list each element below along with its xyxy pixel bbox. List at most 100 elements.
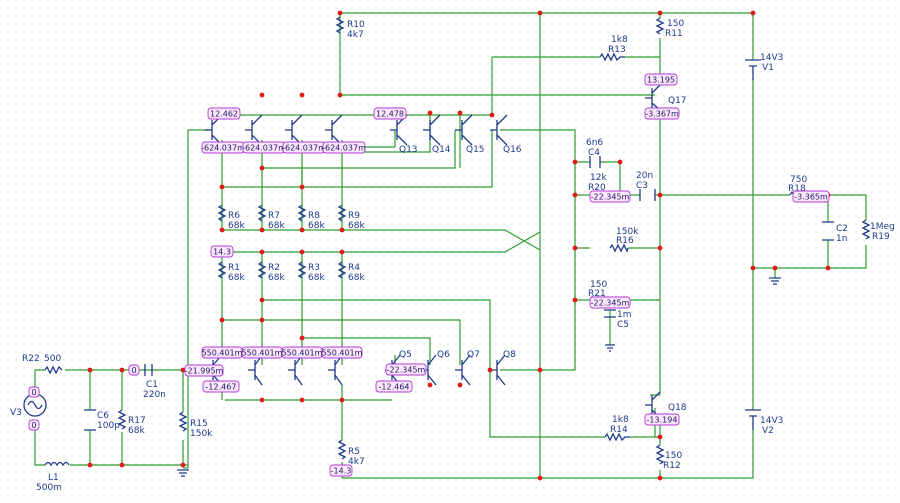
transistor-q14 — [423, 114, 441, 146]
resistor-r19 — [861, 219, 871, 240]
capacitor-c1 — [144, 364, 153, 376]
resistor-r7 — [257, 204, 267, 222]
label-r22-value: 500 — [44, 354, 61, 364]
label-r16-name: R16 — [616, 236, 634, 246]
svg-text:-624.037m: -624.037m — [282, 144, 326, 153]
label-r8-value: 68k — [308, 221, 325, 231]
svg-text:-12.467: -12.467 — [206, 383, 237, 392]
label-q14: Q14 — [432, 145, 451, 155]
resistor-r12 — [655, 444, 665, 465]
label-q18: Q18 — [668, 403, 687, 413]
svg-text:-624.037m: -624.037m — [242, 144, 286, 153]
label-r14-name: R14 — [610, 425, 628, 435]
resistor-r2 — [257, 261, 267, 279]
svg-text:13.195: 13.195 — [647, 76, 675, 85]
label-r4-value: 68k — [348, 273, 365, 283]
probe-top-e1: -624.037m — [201, 141, 245, 154]
label-r20-name: R20 — [588, 183, 606, 193]
label-r6-value: 68k — [228, 221, 245, 231]
label-q6: Q6 — [437, 350, 450, 360]
svg-text:-624.037m: -624.037m — [201, 144, 245, 153]
label-q16: Q16 — [503, 145, 522, 155]
label-r15-name: R15 — [190, 419, 208, 429]
resistor-r15 — [178, 411, 188, 432]
label-r2-name: R2 — [268, 263, 280, 273]
probe-top-base: 12.462 — [207, 107, 241, 120]
inductor-l1 — [44, 461, 70, 467]
label-r19-value: 1Meg — [870, 222, 895, 232]
label-v1-name: V1 — [762, 63, 774, 73]
label-r7-name: R7 — [268, 211, 280, 221]
probe-r21-node: -22.345m — [589, 296, 631, 309]
label-r10-value: 4k7 — [347, 30, 364, 40]
label-c5-name: C5 — [617, 320, 629, 330]
label-r6-name: R6 — [228, 211, 240, 221]
label-r10-name: R10 — [347, 20, 365, 30]
resistor-r1 — [217, 261, 227, 279]
probe-bot-c3: 550.401m — [281, 346, 323, 359]
svg-text:0: 0 — [31, 388, 36, 397]
probe-tags: 12.462 -624.037m -624.037m -624.037m -62… — [28, 73, 830, 477]
probe-q18-emit: -13.194 — [644, 413, 680, 426]
svg-text:0: 0 — [31, 421, 36, 430]
transistor-q15 — [455, 114, 473, 146]
probe-q17-emit: -3.367m — [644, 107, 680, 120]
resistor-r8 — [297, 204, 307, 222]
label-r15-value: 150k — [190, 429, 213, 439]
label-r3-value: 68k — [308, 273, 325, 283]
probe-bot-c1: 550.401m — [201, 346, 243, 359]
svg-text:-21.995m: -21.995m — [185, 367, 224, 376]
probe-r18-node: -3.365m — [792, 190, 830, 203]
label-r20-value: 12k — [590, 173, 607, 183]
label-q7: Q7 — [467, 350, 480, 360]
transistor-q-bot-3 — [288, 354, 303, 386]
probe-q13-base: 12.478 — [373, 107, 407, 120]
resistor-r13 — [599, 52, 625, 62]
label-r22-name: R22 — [22, 354, 40, 364]
resistor-r11 — [655, 17, 665, 35]
label-q8: Q8 — [503, 350, 516, 360]
label-v1-value: 14V3 — [760, 53, 783, 63]
junction-dots — [87, 10, 831, 481]
probe-r20-node: -22.345m — [589, 190, 631, 203]
transistor-q8 — [490, 354, 506, 386]
transistor-q-bot-4 — [328, 354, 343, 386]
label-r8-name: R8 — [308, 211, 320, 221]
capacitor-c3 — [639, 189, 656, 201]
probe-gen-bot: 0 — [28, 419, 40, 431]
probe-top-e4: -624.037m — [322, 141, 366, 154]
probe-q17-base: 13.195 — [644, 73, 678, 86]
label-c3-name: C3 — [636, 181, 648, 191]
probe-gen-top: 0 — [28, 386, 40, 398]
label-q13: Q13 — [399, 145, 418, 155]
svg-text:550.401m: 550.401m — [322, 349, 363, 358]
svg-text:-22.345m: -22.345m — [591, 299, 630, 308]
probe-neg-14: -14.3 — [329, 464, 353, 477]
label-c1-name: C1 — [146, 380, 158, 390]
resistor-r3 — [297, 261, 307, 279]
label-l1-value: 500m — [36, 483, 62, 493]
label-q15: Q15 — [466, 145, 485, 155]
label-r11-value: 150 — [667, 19, 684, 29]
label-c5-value: 1m — [617, 310, 632, 320]
label-r16-value: 150k — [616, 227, 639, 237]
capacitor-c2 — [822, 221, 834, 241]
label-c3-value: 20n — [636, 171, 653, 181]
capacitor-c4 — [589, 156, 601, 168]
resistor-r17 — [117, 409, 127, 430]
label-c1-value: 220n — [143, 390, 166, 400]
resistor-r16 — [609, 243, 629, 253]
svg-text:0: 0 — [131, 366, 136, 375]
svg-text:12.462: 12.462 — [210, 110, 238, 119]
label-c4-name: C4 — [588, 148, 600, 158]
label-r19-name: R19 — [872, 232, 890, 242]
label-l1-name: L1 — [48, 473, 59, 483]
transistor-q7 — [455, 354, 471, 386]
label-q5: Q5 — [399, 350, 412, 360]
resistor-r4 — [337, 261, 347, 279]
svg-text:550.401m: 550.401m — [282, 349, 323, 358]
label-r13-value: 1k8 — [611, 35, 628, 45]
label-r17-name: R17 — [128, 416, 146, 426]
